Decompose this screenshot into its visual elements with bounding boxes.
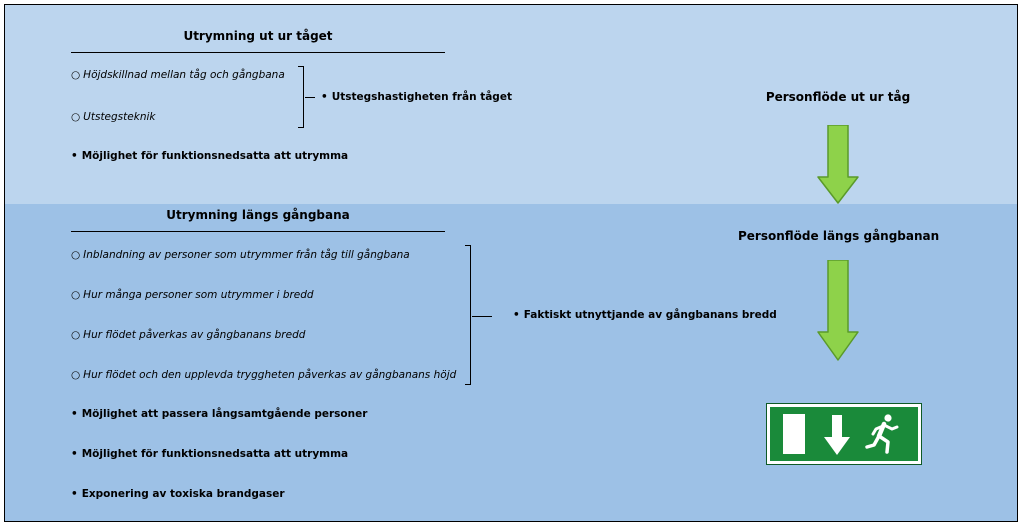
- exit-door-shape: [783, 414, 805, 454]
- diagram-canvas: Utrymning ut ur tåget ○Höjdskillnad mell…: [4, 4, 1018, 522]
- bottom-main-item-2: •Möjlighet för funktionsnedsatta att utr…: [71, 448, 349, 460]
- top-bracket: [298, 66, 304, 128]
- bottom-sub-item-4: ○Hur flödet och den upplevda tryggheten …: [71, 369, 457, 381]
- bottom-bracket: [465, 245, 471, 385]
- bottom-section-heading: Utrymning längs gångbana: [166, 208, 350, 222]
- top-heading-rule: [71, 52, 445, 53]
- bottom-heading-rule: [71, 231, 445, 232]
- top-main-item-1: •Möjlighet för funktionsnedsatta att utr…: [71, 150, 349, 162]
- down-arrow-icon: [817, 125, 859, 204]
- top-bracket-tip: [305, 97, 315, 98]
- top-bracket-result: •Utstegshastigheten från tåget: [321, 91, 512, 103]
- bottom-sub-item-2: ○Hur många personer som utrymmer i bredd: [71, 289, 314, 301]
- down-arrow-icon: [817, 260, 859, 361]
- top-sub-item-2: ○Utstegsteknik: [71, 111, 156, 123]
- top-section-heading: Utrymning ut ur tåget: [183, 29, 333, 43]
- emergency-exit-sign-icon: [766, 403, 922, 465]
- bottom-main-item-3: •Exponering av toxiska brandgaser: [71, 488, 285, 500]
- bottom-bracket-result: •Faktiskt utnyttjande av gångbanans bred…: [513, 309, 777, 321]
- arrow-top-shape: [817, 125, 859, 204]
- bottom-section-background: [5, 204, 1017, 521]
- flow-label-top: Personflöde ut ur tåg: [765, 90, 911, 104]
- flow-label-bottom: Personflöde längs gångbanan: [738, 229, 940, 243]
- bottom-main-item-1: •Möjlighet att passera långsamtgående pe…: [71, 408, 368, 420]
- arrow-bottom-shape: [817, 260, 859, 361]
- bottom-bracket-tip: [472, 316, 492, 317]
- bottom-sub-item-1: ○Inblandning av personer som utrymmer fr…: [71, 249, 410, 261]
- bottom-sub-item-3: ○Hur flödet påverkas av gångbanans bredd: [71, 329, 306, 341]
- exit-arrow-shape: [824, 415, 850, 455]
- running-person-shape: [865, 414, 899, 454]
- top-sub-item-1: ○Höjdskillnad mellan tåg och gångbana: [71, 69, 285, 81]
